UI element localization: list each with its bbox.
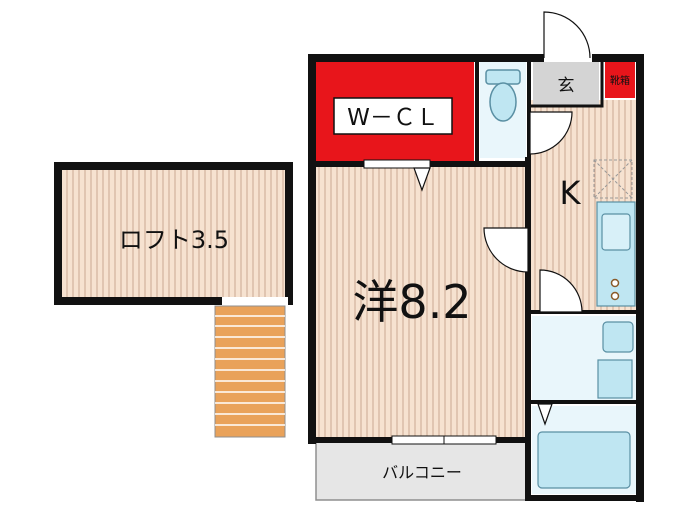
- front-door: [543, 11, 591, 59]
- kitchen-label: K: [560, 174, 582, 212]
- door-western-room: [483, 227, 529, 273]
- toilet-room: [480, 62, 526, 158]
- entrance-area: [533, 62, 599, 106]
- washroom: [532, 316, 636, 402]
- shoe-box: [605, 62, 635, 98]
- stairs: [214, 305, 286, 438]
- refrigerator-space: [593, 159, 633, 199]
- western-room-label: 洋8.2: [352, 275, 471, 329]
- window-balcony: [391, 435, 497, 445]
- kitchen-counter: [596, 201, 636, 307]
- western-room-floor: [316, 166, 528, 438]
- loft-room: [54, 162, 293, 305]
- balcony: [315, 441, 529, 501]
- bathroom: [532, 406, 636, 494]
- window-wcl: [363, 159, 431, 169]
- wcl-label-box: [333, 97, 453, 135]
- wcl-label: W－ＣＬ: [347, 105, 439, 131]
- door-washroom: [539, 269, 583, 313]
- door-bathroom: [537, 403, 553, 426]
- door-closet: [413, 167, 431, 192]
- loft-label: ロフト3.5: [119, 226, 229, 254]
- entrance-label: 玄: [558, 76, 575, 96]
- balcony-label: バルコニー: [382, 463, 462, 482]
- door-toilet: [529, 111, 573, 155]
- shoe-box-label: 靴箱: [610, 74, 630, 87]
